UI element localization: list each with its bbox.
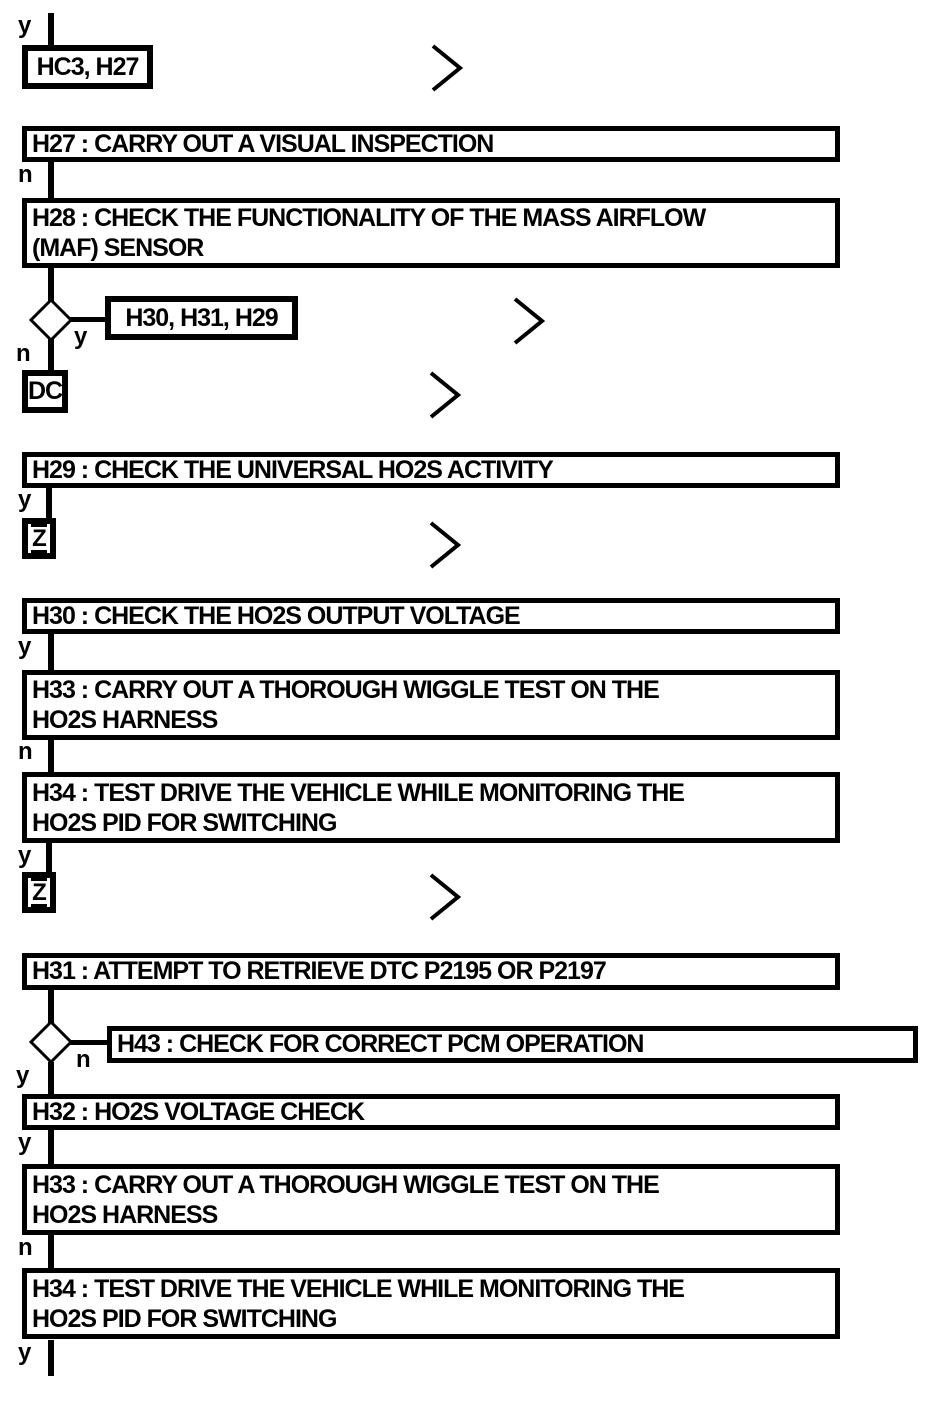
flow-line (69, 317, 107, 322)
branch-label-no: n (76, 1046, 91, 1073)
step-box-h31: H31 : ATTEMPT TO RETRIEVE DTC P2195 OR P… (22, 953, 840, 990)
step-box-h29: H29 : CHECK THE UNIVERSAL HO2S ACTIVITY (22, 452, 840, 488)
step-text: H43 : CHECK FOR CORRECT PCM OPERATION (117, 1030, 644, 1058)
flow-line (48, 161, 54, 199)
connector-label: H30, H31, H29 (125, 303, 278, 332)
step-box-h33: H33 : CARRY OUT A THOROUGH WIGGLE TEST O… (22, 670, 840, 740)
step-text-line2: HO2S PID FOR SWITCHING (32, 1304, 337, 1333)
flow-line (48, 1340, 54, 1376)
continuation-chevron-icon (431, 44, 464, 92)
branch-label-no: n (18, 1234, 33, 1261)
branch-label-yes: y (18, 633, 32, 660)
step-text: H27 : CARRY OUT A VISUAL INSPECTION (32, 129, 494, 158)
step-box-h27: H27 : CARRY OUT A VISUAL INSPECTION (22, 126, 840, 162)
connector-box-hc3-h27: HC3, H27 (22, 45, 153, 89)
connector-box-dc: DC (22, 370, 68, 413)
step-box-h43: H43 : CHECK FOR CORRECT PCM OPERATION (107, 1026, 918, 1063)
flow-line (48, 13, 54, 47)
flow-line (46, 488, 52, 519)
branch-label-yes: y (18, 1129, 32, 1156)
off-page-connector-z: Z (22, 518, 56, 559)
flow-line (48, 339, 54, 371)
branch-label-yes: y (18, 12, 32, 39)
connector-label: DC (27, 377, 63, 405)
step-box-h34: H34 : TEST DRIVE THE VEHICLE WHILE MONIT… (22, 1268, 840, 1339)
flow-line (69, 1040, 109, 1045)
step-text-line1: H28 : CHECK THE FUNCTIONALITY OF THE MAS… (32, 204, 706, 232)
step-text-line2: HO2S PID FOR SWITCHING (32, 808, 337, 837)
step-text-line1: H33 : CARRY OUT A THOROUGH WIGGLE TEST O… (32, 1170, 660, 1199)
continuation-chevron-icon (429, 873, 462, 921)
decision-diamond (29, 298, 73, 342)
step-text-line2: (MAF) SENSOR (32, 234, 204, 262)
connector-label: Z (31, 878, 47, 907)
step-text-line2: HO2S HARNESS (32, 1200, 218, 1229)
step-text-line1: H34 : TEST DRIVE THE VEHICLE WHILE MONIT… (32, 1274, 685, 1303)
branch-label-no: n (16, 340, 31, 367)
continuation-chevron-icon (429, 371, 462, 419)
continuation-chevron-icon (513, 297, 546, 345)
flow-line (46, 843, 52, 873)
connector-box-h30-h31-h29: H30, H31, H29 (105, 296, 298, 340)
flow-line (48, 268, 54, 301)
step-text: H31 : ATTEMPT TO RETRIEVE DTC P2195 OR P… (32, 957, 607, 985)
step-box-h28: H28 : CHECK THE FUNCTIONALITY OF THE MAS… (22, 198, 840, 268)
step-text: H32 : HO2S VOLTAGE CHECK (32, 1097, 365, 1126)
branch-label-yes: y (18, 1339, 32, 1366)
step-box-h34: H34 : TEST DRIVE THE VEHICLE WHILE MONIT… (22, 772, 840, 843)
step-text-line1: H33 : CARRY OUT A THOROUGH WIGGLE TEST O… (32, 676, 660, 704)
step-text-line2: HO2S HARNESS (32, 706, 218, 734)
flow-line (48, 740, 54, 773)
decision-diamond (29, 1020, 73, 1064)
flow-line (48, 634, 54, 671)
step-text: H30 : CHECK THE HO2S OUTPUT VOLTAGE (32, 601, 521, 630)
step-text-line1: H34 : TEST DRIVE THE VEHICLE WHILE MONIT… (32, 778, 685, 807)
connector-label: HC3, H27 (36, 52, 140, 81)
flow-line (48, 989, 54, 1024)
continuation-chevron-icon (429, 521, 462, 569)
branch-label-yes: y (74, 323, 88, 350)
branch-label-yes: y (16, 1062, 30, 1089)
flow-line (48, 1130, 54, 1165)
step-box-h30: H30 : CHECK THE HO2S OUTPUT VOLTAGE (22, 598, 840, 634)
branch-label-no: n (18, 738, 33, 765)
branch-label-yes: y (18, 842, 32, 869)
flow-line (48, 1235, 54, 1269)
connector-label: Z (31, 524, 47, 553)
step-box-h32: H32 : HO2S VOLTAGE CHECK (22, 1094, 840, 1130)
off-page-connector-z: Z (22, 872, 56, 913)
step-text: H29 : CHECK THE UNIVERSAL HO2S ACTIVITY (32, 455, 554, 484)
step-box-h33: H33 : CARRY OUT A THOROUGH WIGGLE TEST O… (22, 1164, 840, 1235)
branch-label-no: n (18, 161, 33, 188)
flow-line (48, 1062, 54, 1095)
branch-label-yes: y (18, 486, 32, 513)
